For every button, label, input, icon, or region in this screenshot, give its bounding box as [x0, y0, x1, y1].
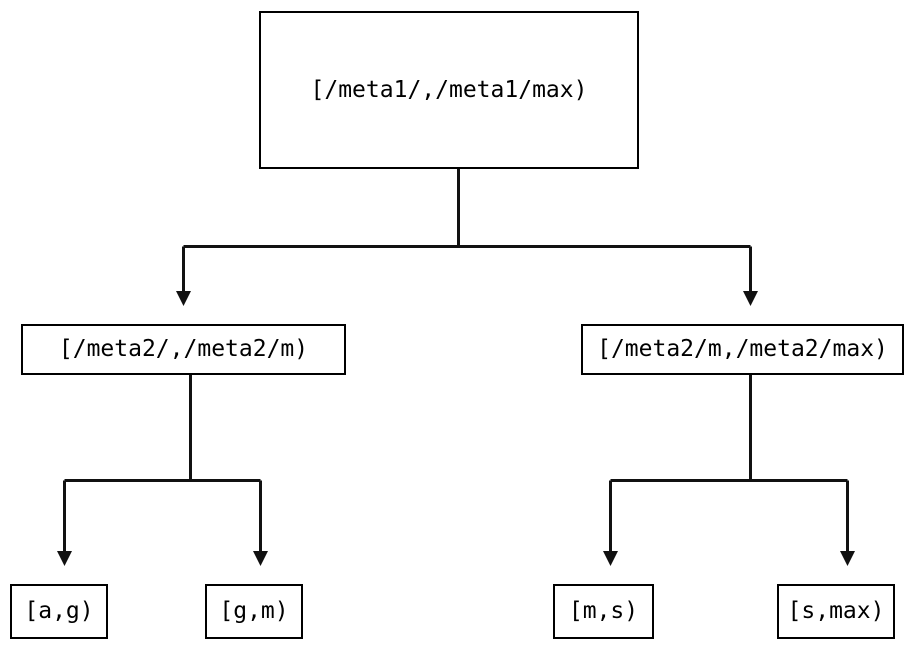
arrowhead-to-leaf-2 — [253, 551, 268, 566]
tree-node-leaf-3-label: [m,s) — [568, 598, 639, 624]
tree-node-root-label: [/meta1/,/meta1/max) — [310, 76, 588, 103]
arrowhead-to-leaf-3 — [603, 551, 618, 566]
arrowhead-to-leaf-4 — [840, 551, 855, 566]
arrowhead-to-leaf-1 — [57, 551, 72, 566]
tree-node-mid-right-label: [/meta2/m,/meta2/max) — [597, 336, 888, 362]
tree-node-leaf-2-label: [g,m) — [219, 598, 289, 624]
tree-node-root[interactable]: [/meta1/,/meta1/max) — [259, 11, 639, 169]
arrowhead-to-mid-left — [176, 291, 191, 306]
tree-node-leaf-3[interactable]: [m,s) — [553, 584, 654, 639]
tree-node-leaf-2[interactable]: [g,m) — [205, 584, 303, 639]
tree-node-leaf-4-label: [s,max) — [787, 598, 885, 624]
tree-node-mid-left-label: [/meta2/,/meta2/m) — [58, 336, 309, 362]
tree-node-leaf-4[interactable]: [s,max) — [777, 584, 895, 639]
tree-node-leaf-1[interactable]: [a,g) — [10, 584, 108, 639]
tree-node-mid-left[interactable]: [/meta2/,/meta2/m) — [21, 324, 346, 375]
arrowhead-to-mid-right — [743, 291, 758, 306]
tree-node-leaf-1-label: [a,g) — [24, 598, 94, 624]
tree-node-mid-right[interactable]: [/meta2/m,/meta2/max) — [581, 324, 904, 375]
